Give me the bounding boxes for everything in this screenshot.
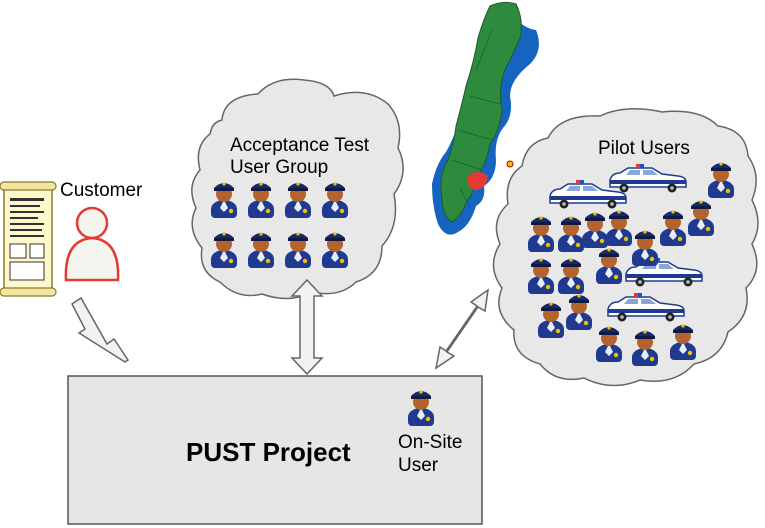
- onsite-user-label-line2: User: [398, 455, 439, 476]
- customer-label: Customer: [60, 180, 143, 201]
- pilot-users-cloud: [492, 108, 759, 387]
- pust-project-box: [67, 375, 483, 525]
- sweden-map-icon: [432, 1, 539, 235]
- pilot-users-label: Pilot Users: [598, 138, 690, 159]
- project-title: PUST Project: [186, 437, 351, 467]
- acceptance-project-arrow: [290, 278, 324, 376]
- acceptance-group-label-line1: Acceptance Test: [230, 135, 370, 156]
- customer-project-arrow: [71, 296, 130, 363]
- onsite-user-label-line1: On-Site: [398, 432, 462, 453]
- customer-person-icon: [64, 206, 120, 282]
- pilot-project-arrow: [434, 288, 489, 370]
- acceptance-group-label-line2: User Group: [230, 157, 328, 178]
- document-icon: [0, 181, 57, 297]
